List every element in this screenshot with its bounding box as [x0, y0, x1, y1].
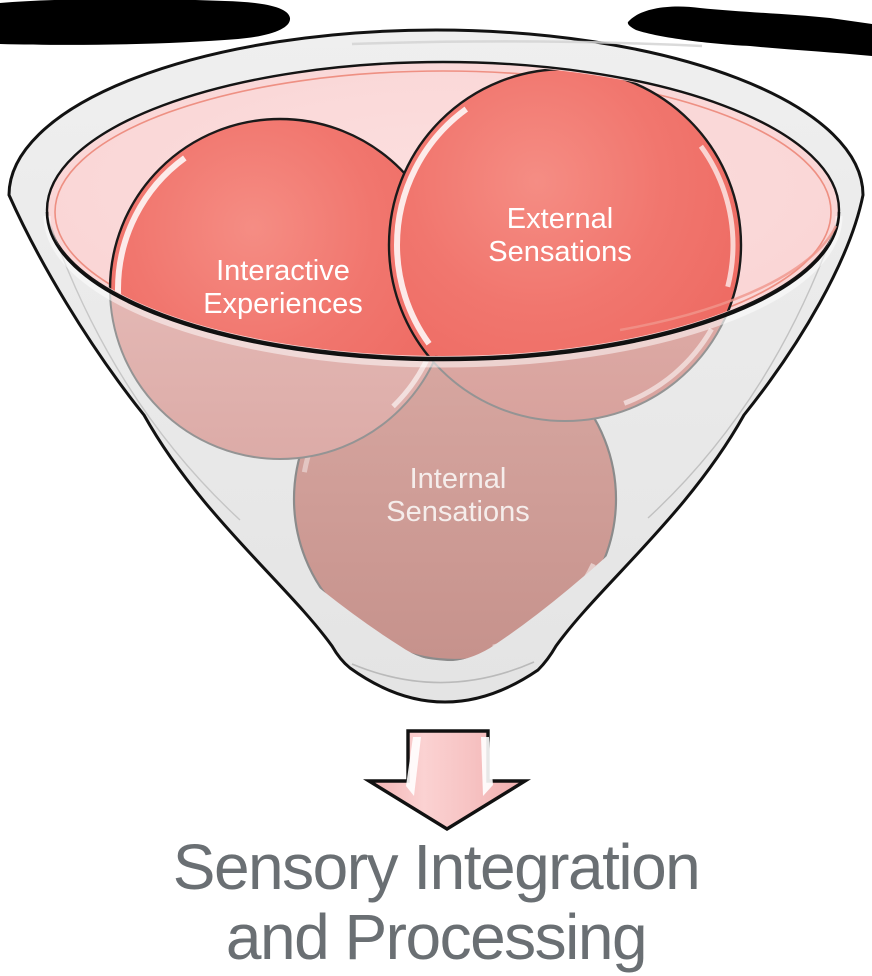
liquid-front-underglow [43, 215, 843, 368]
liquid-rim-right-accent [619, 225, 838, 332]
funnel-inner-bottom-line [351, 661, 535, 684]
title-line2: and Processing [226, 901, 646, 973]
redaction-scribble-right [627, 6, 872, 57]
liquid-front-line [45, 211, 841, 362]
bubble-label-external-line2: Sensations [488, 236, 632, 268]
redaction-scribble-left [0, 0, 291, 45]
bubble-label-internal-line2: Sensations [386, 496, 530, 528]
bubble-label-interactive-line1: Interactive [216, 255, 350, 287]
funnel-rim-highlight [351, 40, 703, 48]
title-line1: Sensory Integration [173, 831, 700, 903]
bubble-label-interactive-line2: Experiences [203, 288, 363, 320]
down-arrow-icon [362, 729, 532, 831]
bubble-label-internal-line1: Internal [410, 463, 507, 495]
bubble-label-external-line1: External [507, 203, 613, 235]
